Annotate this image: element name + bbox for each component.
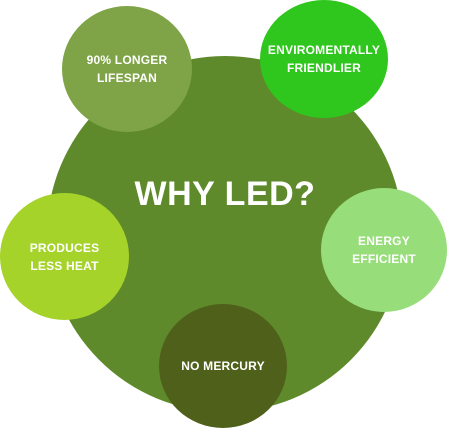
- benefit-label-lifespan: 90% LONGER LIFESPAN: [86, 53, 168, 85]
- benefit-circle-lifespan: 90% LONGER LIFESPAN: [62, 6, 192, 132]
- diagram-title: WHY LED?: [134, 175, 316, 213]
- benefit-circle-mercury: NO MERCURY: [159, 304, 287, 428]
- benefit-label-heat: PRODUCES LESS HEAT: [29, 240, 100, 273]
- benefit-label-eco: ENVIROMENTALLY FRIENDLIER: [267, 43, 381, 75]
- benefit-circle-heat: PRODUCES LESS HEAT: [0, 193, 129, 320]
- benefit-label-mercury: NO MERCURY: [181, 359, 265, 373]
- benefit-circle-eco: ENVIROMENTALLY FRIENDLIER: [260, 0, 388, 118]
- benefit-label-energy: ENERGY EFFICIENT: [352, 234, 416, 266]
- benefit-circle-energy: ENERGY EFFICIENT: [321, 188, 447, 312]
